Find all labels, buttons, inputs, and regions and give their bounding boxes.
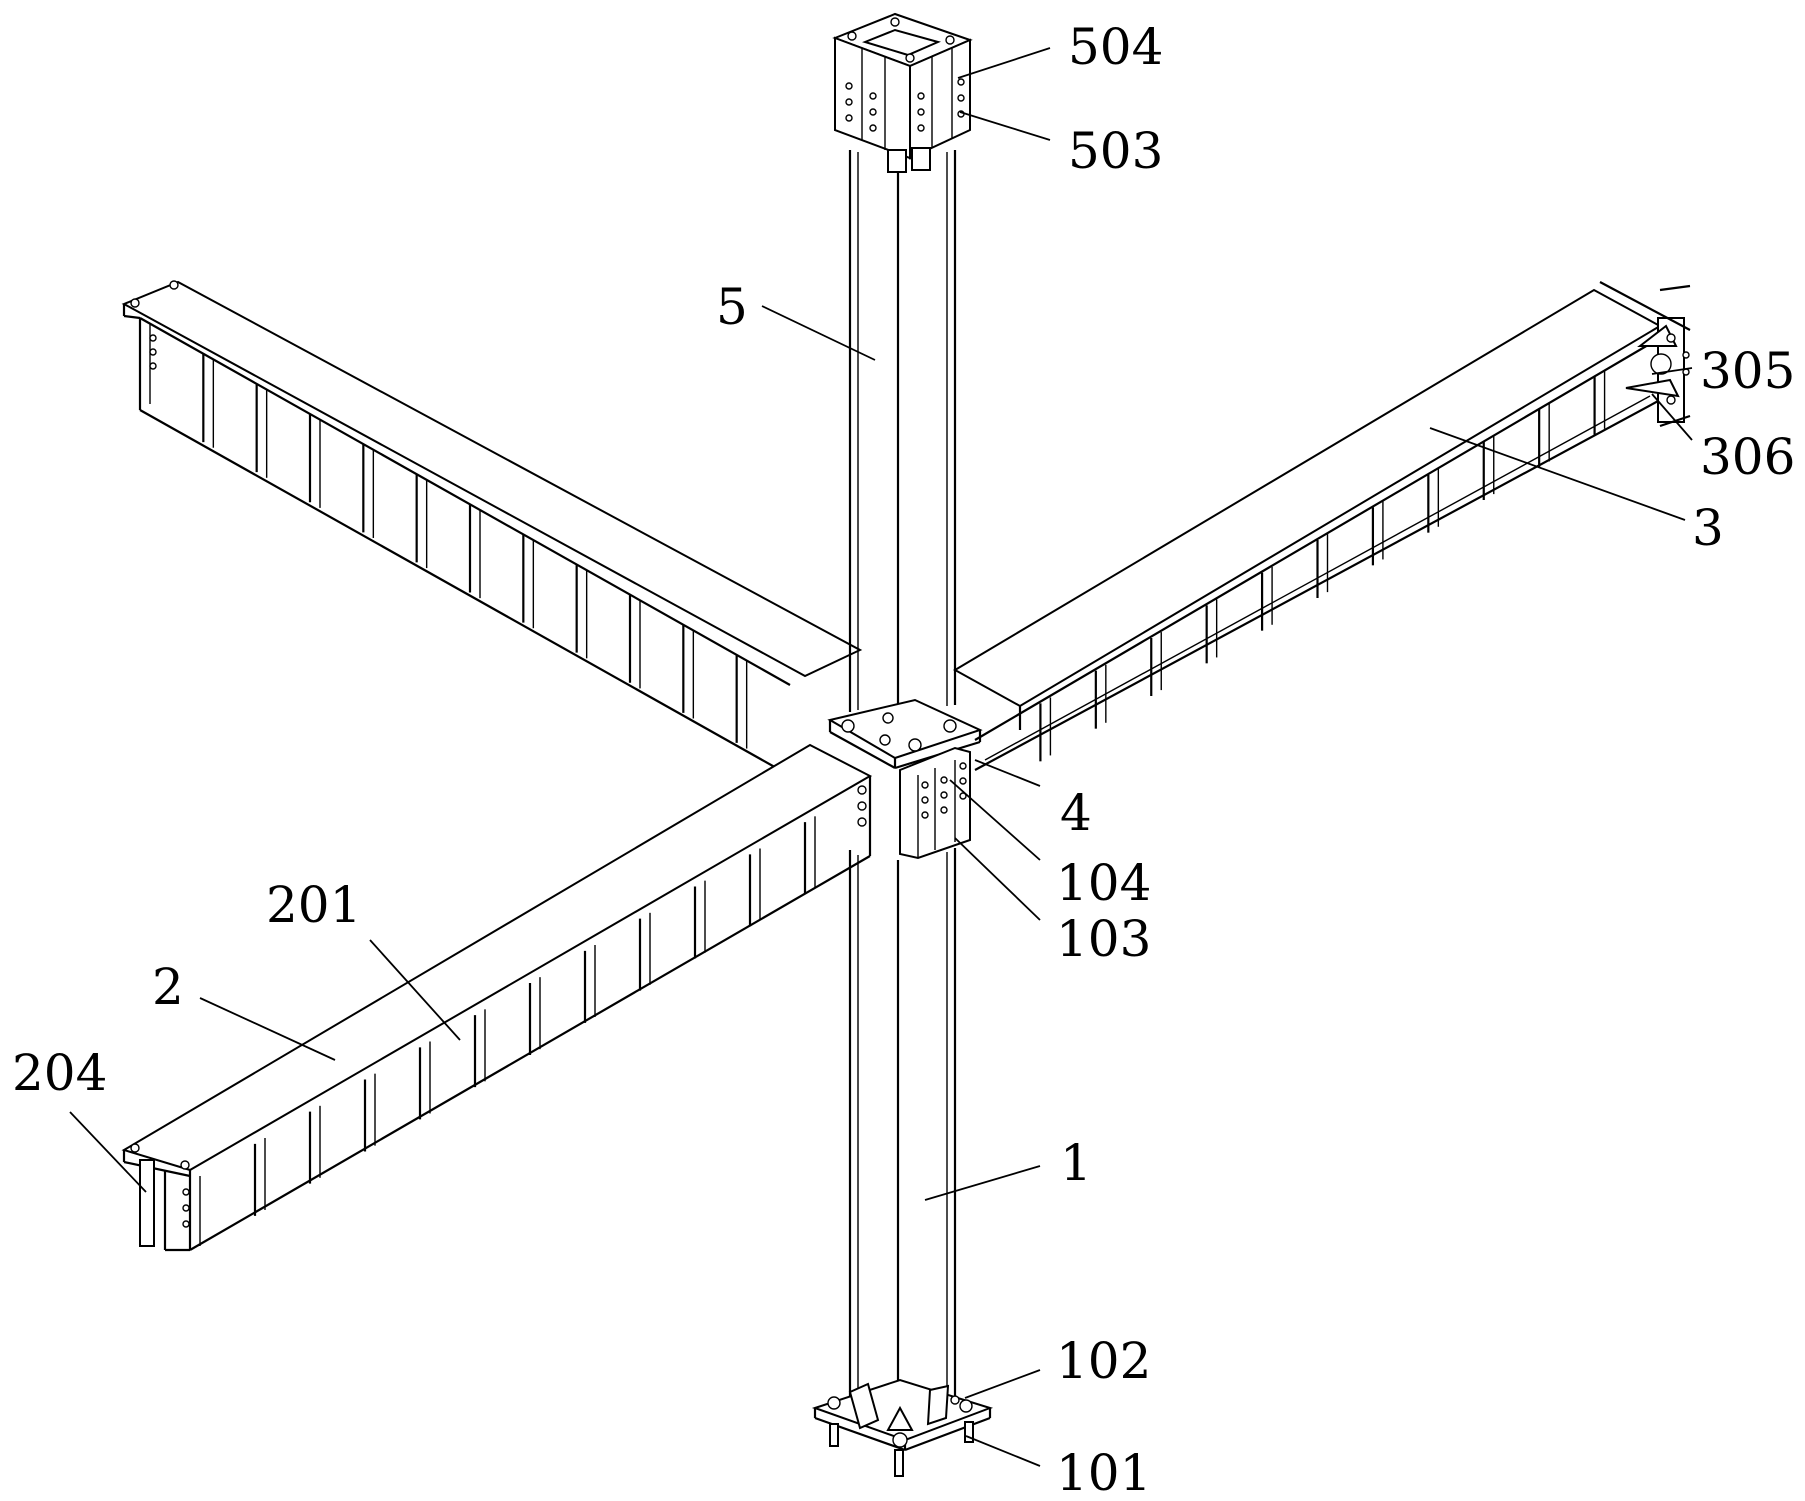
label-201: 201 [266, 876, 361, 934]
beam-back-right [952, 281, 1691, 771]
base-plate [811, 1378, 994, 1477]
central-joint [827, 698, 983, 860]
label-104: 104 [1056, 854, 1151, 912]
leader-lines [69, 47, 1693, 1467]
label-103: 103 [1056, 910, 1151, 968]
label-2: 2 [152, 958, 184, 1016]
stiffeners-back-left [202, 354, 748, 749]
beam-front-left [121, 743, 873, 1252]
part-labels: 504 503 5 305 306 3 4 104 103 201 2 204 … [12, 18, 1795, 1501]
label-3: 3 [1692, 499, 1724, 557]
label-1: 1 [1060, 1134, 1092, 1192]
label-5: 5 [716, 278, 748, 336]
stiffeners-back-right [1039, 370, 1606, 762]
label-101: 101 [1056, 1444, 1151, 1501]
beam-back-left [121, 280, 863, 771]
upper-column [832, 12, 973, 735]
label-102: 102 [1056, 1332, 1151, 1390]
label-4: 4 [1060, 784, 1092, 842]
label-306: 306 [1700, 428, 1795, 486]
label-503: 503 [1068, 122, 1163, 180]
label-305: 305 [1700, 342, 1795, 400]
stiffeners-front-left [253, 816, 816, 1216]
lower-column [848, 848, 957, 1418]
label-204: 204 [12, 1044, 107, 1102]
label-504: 504 [1068, 18, 1163, 76]
